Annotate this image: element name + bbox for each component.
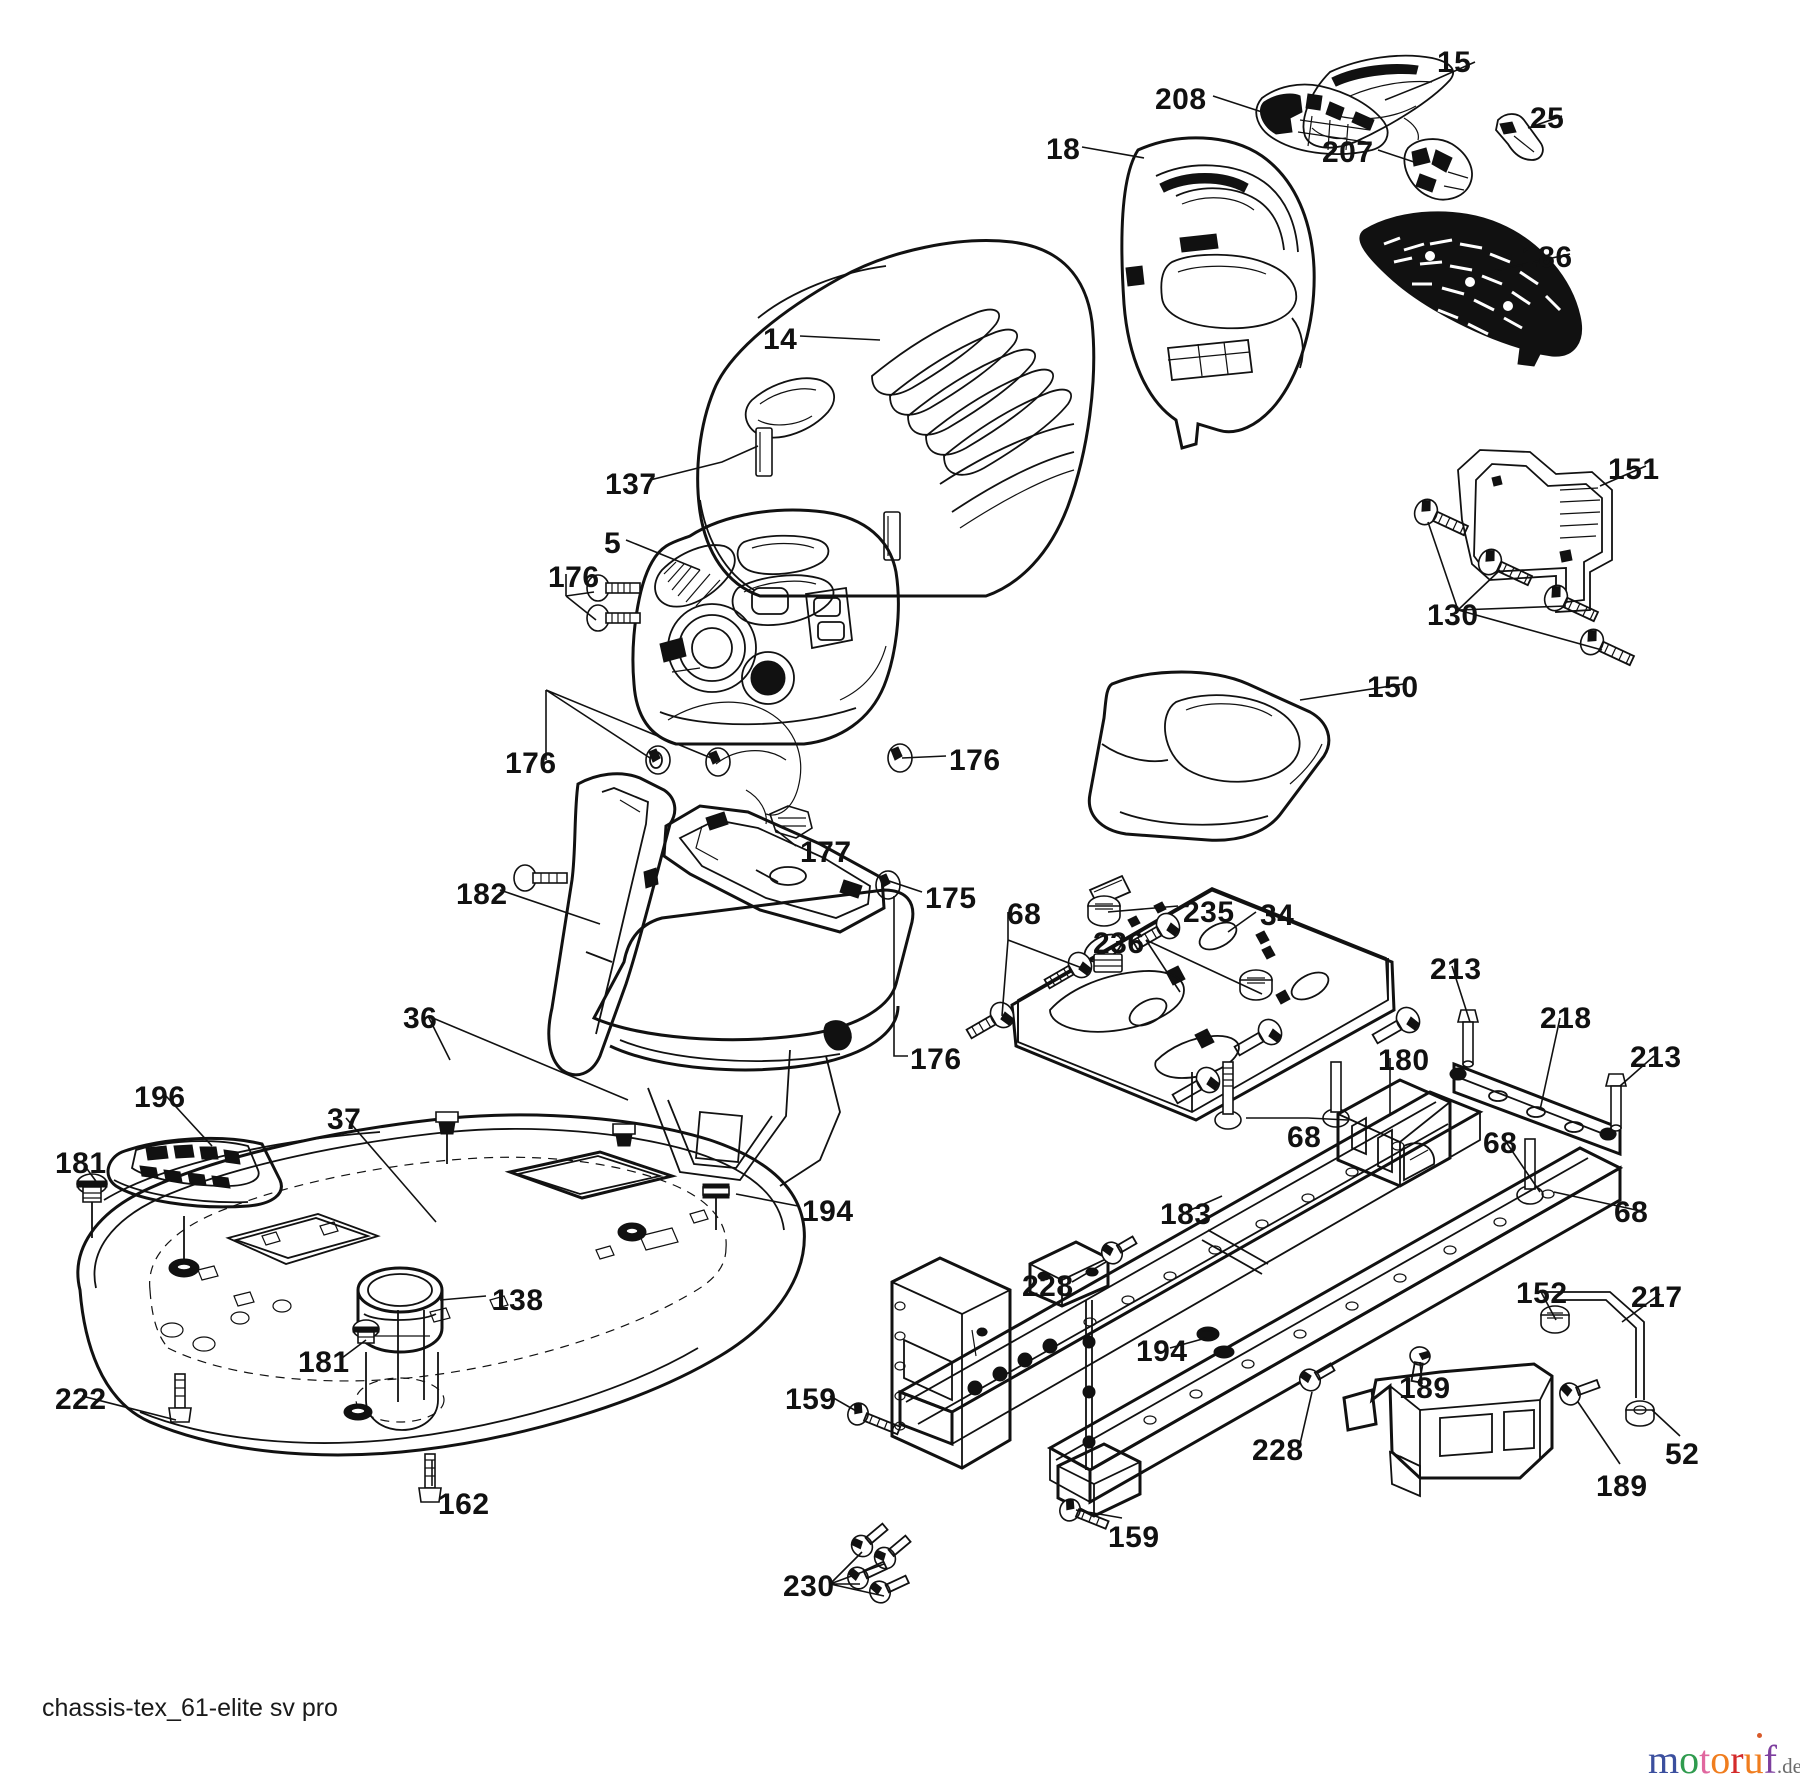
callout-228-45: 228 [1252,1434,1304,1467]
callout-159-44: 159 [785,1383,837,1416]
callout-5-9: 5 [604,527,622,560]
callout-36-26: 36 [403,1002,438,1035]
callout-181-40: 181 [298,1346,350,1379]
part-196-insert [106,1137,283,1209]
callout-236-21: 236 [1093,927,1145,960]
callout-182-17: 182 [456,878,508,911]
callout-152-38: 152 [1516,1277,1568,1310]
callout-37-29: 37 [327,1103,362,1136]
watermark-letter-3: o [1710,1737,1731,1782]
callout-130-11: 130 [1427,599,1479,632]
callout-14-6: 14 [763,323,798,356]
callout-189-47: 189 [1596,1470,1648,1503]
watermark-letter-1: o [1679,1737,1700,1782]
part-208-headlight [1255,83,1389,155]
callout-68-18: 68 [1007,898,1042,931]
part-138-filler-neck [355,1266,445,1431]
watermark-letter-0: m [1648,1737,1680,1782]
callout-68-30: 68 [1287,1121,1322,1154]
part-186-grille [1359,211,1582,367]
watermark-letter-4: r [1730,1737,1744,1782]
callout-186-5: 186 [1521,241,1573,274]
callout-217-39: 217 [1631,1281,1683,1314]
part-15-hood-trim [1302,54,1454,149]
callout-34-20: 34 [1260,899,1295,932]
callout-175-16: 175 [925,882,977,915]
callout-222-43: 222 [55,1383,107,1416]
callout-137-8: 137 [605,468,657,501]
part-218-cross-brace [1449,1009,1628,1157]
callout-15-0: 15 [1437,46,1472,79]
callout-183-34: 183 [1160,1198,1212,1231]
callout-52-46: 52 [1665,1438,1700,1471]
callout-176-27: 176 [910,1043,962,1076]
callout-176-10: 176 [548,561,600,594]
watermark-letter-5: u [1743,1737,1764,1782]
part-5-dashboard [631,508,900,746]
part-207-lens [1403,138,1473,201]
callout-181-32: 181 [55,1147,107,1180]
callout-213-22: 213 [1430,953,1482,986]
callout-25-2: 25 [1530,102,1565,135]
callout-150-12: 150 [1367,671,1419,704]
callout-228-37: 228 [1022,1270,1074,1303]
part-130-screws [1413,498,1636,667]
callout-194-33: 194 [802,1195,854,1228]
callout-176-14: 176 [949,744,1001,777]
part-25-clip [1495,113,1544,161]
callout-194-41: 194 [1136,1335,1188,1368]
callout-177-15: 177 [800,836,852,869]
callout-162-48: 162 [438,1488,490,1521]
callout-138-36: 138 [492,1284,544,1317]
part-150-shroud [1087,670,1331,842]
part-182-bracket [547,772,915,1187]
part-14-engine-hood [696,239,1096,598]
part-217-belt-guard [1342,1291,1655,1498]
callout-218-23: 218 [1540,1002,1592,1035]
watermark-letter-6: f [1763,1737,1777,1782]
watermark-dot [1756,1733,1762,1738]
callout-68-31: 68 [1483,1127,1518,1160]
part-176-screws [513,574,913,900]
part-177-nut [769,805,813,839]
part-180-chassis-frame [890,1078,1624,1518]
part-34-footrest-plate [1010,874,1396,1122]
callout-207-4: 207 [1322,136,1374,169]
callout-151-7: 151 [1608,453,1660,486]
part-37-deck-cover [76,1111,806,1503]
watermark-letter-2: t [1699,1737,1711,1782]
callout-180-24: 180 [1378,1044,1430,1077]
callout-230-50: 230 [783,1570,835,1603]
callout-235-19: 235 [1183,896,1235,929]
callout-189-42: 189 [1399,1372,1451,1405]
callout-18-3: 18 [1046,133,1081,166]
part-18-front-panel [1120,136,1316,450]
motoruf-watermark: motoruf.de [1648,1733,1800,1782]
callout-159-49: 159 [1108,1521,1160,1554]
callout-196-28: 196 [134,1081,186,1114]
callout-208-1: 208 [1155,83,1207,116]
callout-68-35: 68 [1614,1196,1649,1229]
callout-213-25: 213 [1630,1041,1682,1074]
watermark-suffix: .de [1776,1754,1800,1778]
hardware-footrest [965,895,1544,1205]
part-175-support-plate [662,701,886,934]
diagram-caption: chassis-tex_61-elite sv pro [42,1694,338,1722]
callout-176-13: 176 [505,747,557,780]
leader-lines [81,61,1681,1597]
watermark-letters: motoruf [1648,1737,1777,1782]
